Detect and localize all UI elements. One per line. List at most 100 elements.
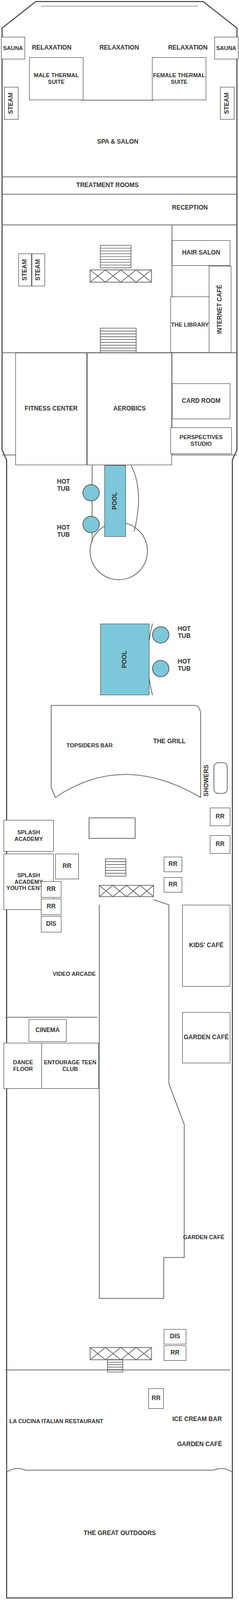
- room: FITNESS CENTER: [15, 353, 88, 466]
- stair-step: [100, 342, 137, 343]
- elevator: [90, 1349, 152, 1362]
- elevator-mark: [90, 1349, 106, 1362]
- stair: [107, 1361, 123, 1374]
- pool: POOL: [100, 624, 150, 697]
- room-name: STEAM: [21, 259, 29, 281]
- room: SAUNA: [1, 36, 26, 60]
- stair-step: [105, 874, 126, 875]
- room-name: ICE CREAM BAR: [172, 1417, 223, 1425]
- room: THE LIBRARY: [170, 296, 210, 354]
- room: SPA & SALON: [92, 112, 144, 172]
- elevator-mark: [99, 886, 114, 898]
- room: RR: [163, 857, 183, 874]
- room: RR: [163, 1346, 187, 1363]
- room: KIDS' CAFÉ: [182, 905, 231, 988]
- wall: [2, 224, 237, 226]
- room-name: DANCE FLOOR: [4, 1060, 42, 1074]
- stair-step: [100, 348, 137, 349]
- stair-step: [100, 351, 137, 352]
- stair-step: [100, 265, 132, 266]
- bow-line: [40, 5, 199, 7]
- room: SAUNA: [214, 36, 239, 60]
- room: MALE THERMAL SUITE: [29, 57, 84, 101]
- room-name: MALE THERMAL SUITE: [29, 72, 83, 85]
- pool: POOL: [104, 465, 126, 538]
- room: AEROBICS: [87, 353, 172, 466]
- wall: [5, 1371, 231, 1373]
- room-name: STEAM: [34, 259, 42, 281]
- counter: [89, 818, 136, 840]
- elevator-mark: [136, 270, 152, 283]
- walls: [2, 57, 237, 1474]
- room-name: RR: [215, 814, 225, 822]
- stair-step: [100, 256, 132, 257]
- room: DIS: [40, 917, 62, 934]
- stair: [105, 859, 126, 878]
- hot-tub: [82, 485, 100, 502]
- room-name: GARDEN CAFÉ: [183, 1035, 229, 1043]
- hot-tub: [152, 627, 169, 644]
- stair-step: [107, 1368, 123, 1370]
- area-label: HOT TUB: [174, 659, 195, 674]
- room-name: RR: [151, 1396, 161, 1404]
- stair-step: [105, 865, 126, 866]
- room-name: THE LIBRARY: [170, 321, 209, 329]
- wall: [2, 193, 237, 195]
- room: TREATMENT ROOMS: [51, 179, 164, 193]
- stair-step: [105, 862, 126, 863]
- room: SPLASH ACADEMY: [3, 820, 54, 853]
- stair-step: [100, 250, 132, 252]
- stair-step: [100, 262, 132, 263]
- room-name: RR: [170, 1351, 180, 1359]
- room: SHOWERS: [200, 757, 213, 806]
- room-name: SPLASH ACADEMY: [4, 830, 54, 843]
- room: RELAXATION: [159, 38, 216, 58]
- room: CINEMA: [28, 1020, 67, 1044]
- room: RR: [40, 899, 62, 917]
- room-name: FITNESS CENTER: [24, 405, 78, 414]
- room-name: HAIR SALON: [182, 249, 221, 257]
- room: ICE CREAM BAR: [163, 1414, 231, 1428]
- bar-counter: [51, 706, 201, 799]
- stair-step: [100, 334, 137, 335]
- room: LA CUCINA ITALIAN RESTAURANT: [8, 1376, 105, 1469]
- wall: [2, 176, 237, 178]
- room-name: DIS: [46, 921, 57, 929]
- stair-step: [105, 867, 126, 869]
- room: RR: [148, 1389, 164, 1411]
- room-name: RECEPTION: [171, 204, 208, 212]
- stair-step: [100, 248, 132, 249]
- hot-tub: [152, 661, 169, 678]
- room-name: RR: [168, 882, 178, 890]
- stair-step: [100, 253, 132, 255]
- room-name: GARDEN CAFÉ: [177, 1442, 223, 1450]
- room: FEMALE THERMAL SUITE: [151, 57, 207, 101]
- elevator: [99, 886, 154, 898]
- room-name: SHOWERS: [203, 765, 211, 798]
- showers-icon: [213, 763, 228, 795]
- elevator-mark: [140, 886, 155, 898]
- room-name: LA CUCINA ITALIAN RESTAURANT: [9, 1419, 103, 1427]
- elevator-mark: [120, 270, 137, 283]
- room: VIDEO ARCADE: [51, 936, 98, 1014]
- room: GARDEN CAFÉ: [181, 1212, 227, 1265]
- room: RR: [55, 854, 79, 881]
- room: HAIR SALON: [171, 240, 231, 267]
- room-name: SAUNA: [3, 45, 24, 52]
- room-name: TREATMENT ROOMS: [76, 182, 139, 190]
- room-name: KIDS' CAFÉ: [188, 943, 224, 951]
- room-name: RELAXATION: [31, 44, 72, 52]
- room: DANCE FLOOR: [3, 1044, 43, 1091]
- area-label: HOT TUB: [174, 626, 195, 641]
- room-name: GARDEN CAFÉ: [183, 1235, 225, 1243]
- stair-step: [105, 871, 126, 872]
- room: PERSPECTIVES STUDIO: [170, 427, 232, 455]
- room: STEAM: [4, 87, 19, 120]
- room: CARD ROOM: [171, 383, 231, 420]
- room: STEAM: [220, 87, 235, 120]
- room: GARDEN CAFÉ: [182, 1013, 231, 1065]
- room: RELAXATION: [85, 38, 153, 58]
- room: STEAM: [31, 253, 46, 287]
- room: GARDEN CAFÉ: [168, 1430, 231, 1462]
